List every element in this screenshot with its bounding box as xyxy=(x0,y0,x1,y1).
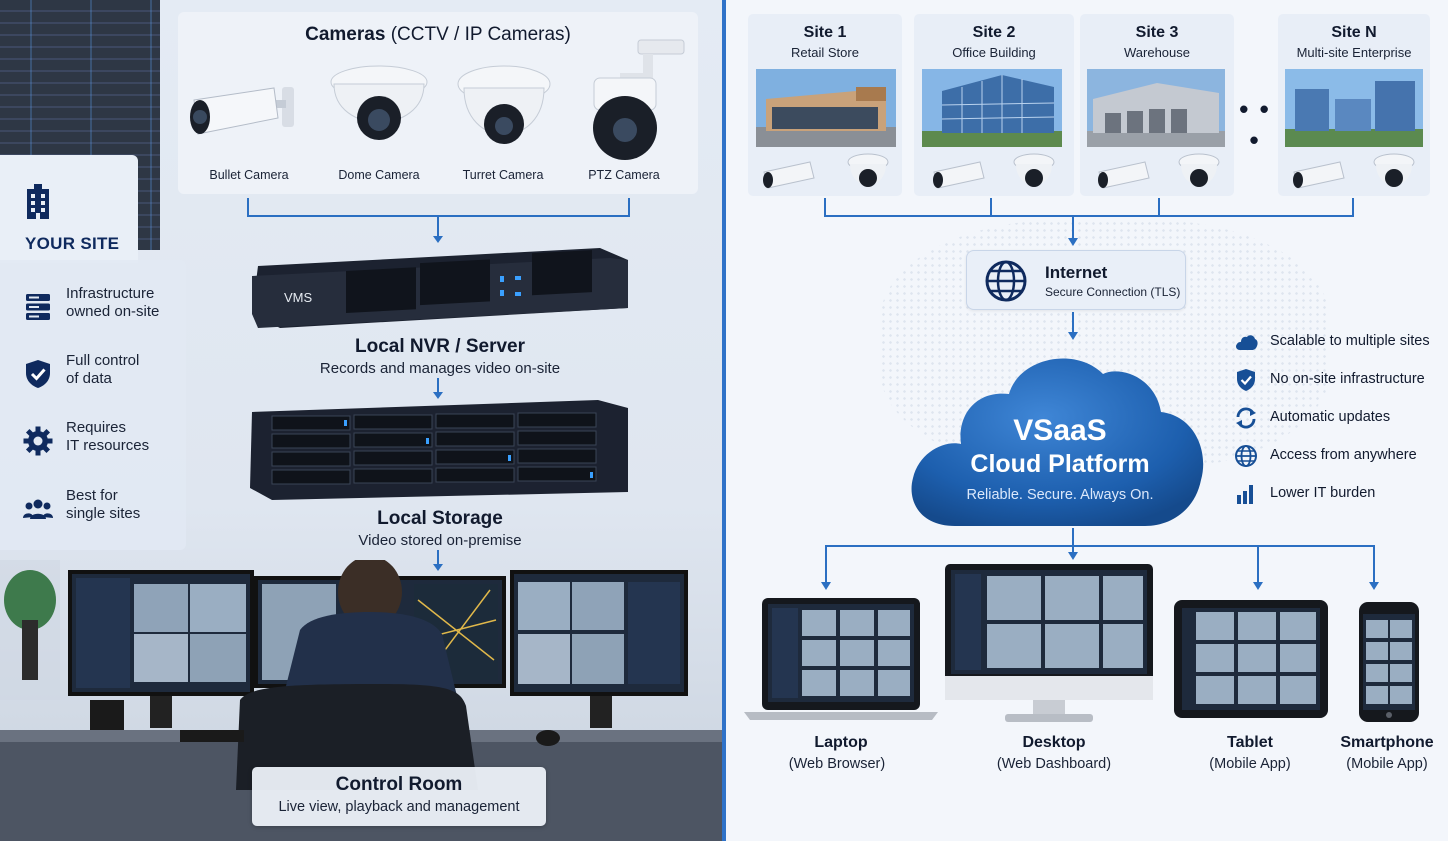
shield-check-icon xyxy=(1237,369,1255,391)
server-stack-icon xyxy=(26,294,50,320)
camera-label: Bullet Camera xyxy=(209,168,289,182)
site-type: Office Building xyxy=(952,45,1036,60)
your-site-card xyxy=(0,155,138,263)
site-name: Site 1 xyxy=(803,24,847,41)
office-building-image xyxy=(922,69,1062,147)
your-site-title: YOUR SITE xyxy=(25,234,120,253)
retail-store-image xyxy=(756,69,896,147)
device-name: Desktop xyxy=(1022,734,1086,751)
refresh-icon xyxy=(1236,407,1256,429)
benefit-item: Lower IT burden xyxy=(1234,482,1444,506)
nvr-title: Local NVR / Server xyxy=(354,336,526,357)
shield-check-icon xyxy=(26,360,50,388)
globe-icon xyxy=(985,260,1027,302)
desktop-monitor-icon xyxy=(945,564,1153,722)
internet-title: Internet xyxy=(1045,263,1108,282)
site-cameras-n xyxy=(1293,153,1415,189)
turret-camera-icon xyxy=(457,65,551,144)
benefit-text: No on-site infrastructure xyxy=(1270,371,1425,387)
site-name: Site 2 xyxy=(972,24,1016,41)
camera-label: PTZ Camera xyxy=(588,168,660,182)
site-cameras-3 xyxy=(1098,153,1220,189)
warehouse-image xyxy=(1087,69,1225,147)
device-name: Smartphone xyxy=(1340,734,1434,751)
more-sites-ellipsis: • • • xyxy=(1239,94,1271,155)
cloud-title-line1: VSaaS xyxy=(1013,414,1107,447)
benefit-text: Scalable to multiple sites xyxy=(1270,333,1430,349)
laptop-icon xyxy=(744,598,938,720)
storage-title: Local Storage xyxy=(377,508,503,529)
device-sub: (Mobile App) xyxy=(1209,756,1291,772)
device-sub: (Web Browser) xyxy=(788,756,886,772)
tablet-icon xyxy=(1174,600,1328,718)
enterprise-campus-image xyxy=(1285,69,1423,147)
device-name: Laptop xyxy=(814,734,868,751)
benefit-item: Access from anywhere xyxy=(1234,444,1444,468)
camera-label: Turret Camera xyxy=(462,168,544,182)
storage-subtitle: Video stored on-premise xyxy=(358,532,522,549)
vsaas-cloud-shape xyxy=(911,358,1204,526)
device-sub: (Web Dashboard) xyxy=(996,756,1112,772)
site-name: Site N xyxy=(1331,24,1377,41)
panel-divider xyxy=(722,0,726,841)
right-connectors xyxy=(821,198,1379,590)
benefit-item: Scalable to multiple sites xyxy=(1234,330,1444,354)
benefit-text: Automatic updates xyxy=(1270,409,1391,425)
nvr-subtitle: Records and manages video on-site xyxy=(319,360,561,377)
ptz-camera-icon xyxy=(593,39,685,160)
benefit-text: Access from anywhere xyxy=(1270,447,1417,463)
site-type: Retail Store xyxy=(791,45,859,60)
bullet-camera-icon xyxy=(190,87,294,135)
cloud-tagline: Reliable. Secure. Always On. xyxy=(966,487,1154,503)
globe-icon xyxy=(1235,445,1257,467)
device-sub: (Mobile App) xyxy=(1346,756,1428,772)
control-room-caption xyxy=(252,767,546,826)
control-room-title: Control Room xyxy=(335,774,463,795)
camera-label: Dome Camera xyxy=(338,168,420,182)
monitor-right xyxy=(510,570,688,728)
site-cameras-2 xyxy=(933,153,1055,189)
site-type: Multi-site Enterprise xyxy=(1296,45,1412,60)
dome-camera-icon xyxy=(330,65,428,140)
site-cameras-1 xyxy=(763,153,889,189)
cameras-title: Cameras (CCTV / IP Cameras) xyxy=(305,24,571,45)
control-room-subtitle: Live view, playback and management xyxy=(278,799,520,815)
benefit-text: Lower IT burden xyxy=(1270,485,1376,501)
local-storage-device xyxy=(250,400,628,500)
internet-subtitle: Secure Connection (TLS) xyxy=(1045,285,1181,299)
device-name: Tablet xyxy=(1227,734,1273,751)
site-name: Site 3 xyxy=(1135,24,1179,41)
gear-icon xyxy=(23,426,53,456)
bar-chart-icon xyxy=(1237,485,1253,504)
cloud-icon xyxy=(1236,335,1258,350)
left-connectors xyxy=(247,198,630,571)
benefit-item: No on-site infrastructure xyxy=(1234,368,1444,392)
building-icon xyxy=(27,184,49,219)
monitor-left xyxy=(68,570,254,728)
smartphone-icon xyxy=(1359,602,1419,722)
nvr-server-device: VMS xyxy=(252,248,628,328)
cloud-title-line2: Cloud Platform xyxy=(970,450,1150,478)
people-group-icon xyxy=(23,499,53,519)
site-type: Warehouse xyxy=(1124,45,1190,60)
benefit-item: Automatic updates xyxy=(1234,406,1444,430)
vms-label: VMS xyxy=(284,290,313,305)
